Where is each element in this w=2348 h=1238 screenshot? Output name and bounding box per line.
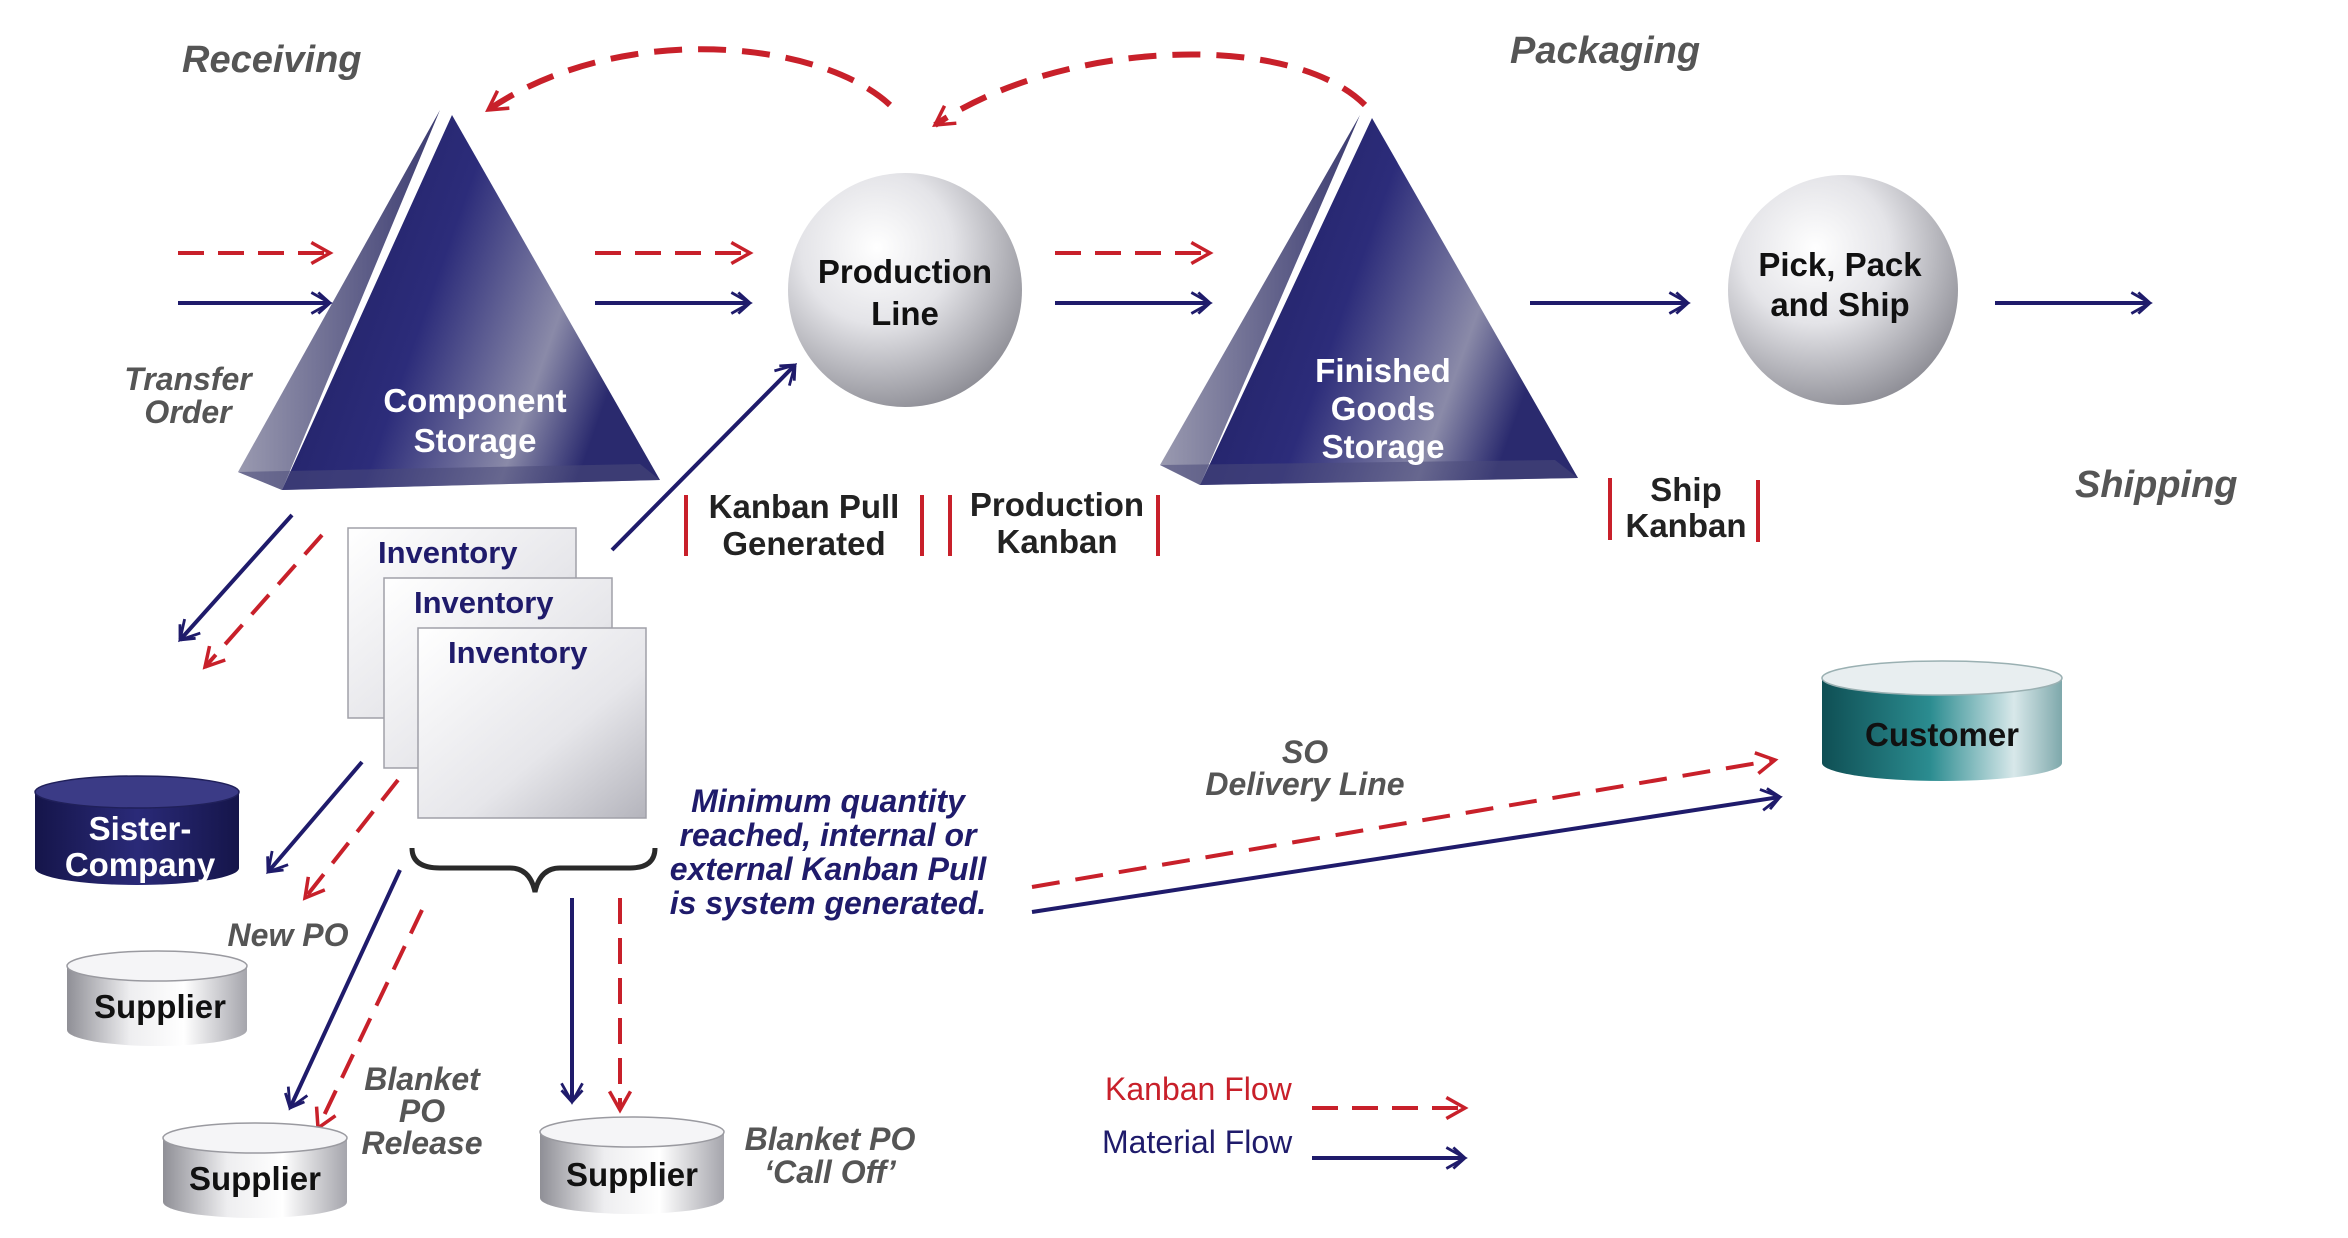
section-packaging: Packaging (1510, 30, 1700, 72)
new-po-label: New PO (228, 917, 349, 953)
supplier-3-label: Supplier (566, 1156, 698, 1193)
production-line-sphere: Production Line (788, 173, 1022, 407)
blanket-po-release-label-3: Release (362, 1125, 483, 1161)
material-arrow-to-sister-company (266, 760, 364, 875)
legend: Kanban Flow Material Flow (1102, 1071, 1469, 1170)
pick-pack-ship-sphere: Pick, Pack and Ship (1728, 175, 1958, 405)
kanban-return-arrow-finished-to-production (932, 51, 1368, 128)
kanban-pull-label-1: Kanban Pull (709, 488, 900, 525)
blanket-po-release-label-1: Blanket (364, 1061, 481, 1097)
inventory-card-3 (417, 627, 647, 819)
material-arrow-so-delivery (1031, 787, 1783, 914)
transfer-order-label-1: Transfer (124, 361, 253, 397)
production-line-label-2: Line (871, 295, 939, 332)
ship-kanban-label-1: Ship (1650, 471, 1722, 508)
inventory-brace (409, 847, 658, 893)
customer-label: Customer (1865, 716, 2019, 753)
inventory-stack: Inventory Inventory Inventory (347, 527, 647, 819)
ship-kanban-label-2: Kanban (1625, 507, 1746, 544)
note-line-2: reached, internal or (680, 817, 979, 853)
kanban-arrow-to-sister-company (302, 778, 400, 901)
component-storage-pyramid: Component Storage (238, 110, 660, 490)
supplier-cylinder-2: Supplier (162, 1122, 348, 1218)
kanban-arrow-transfer-order (202, 533, 324, 670)
component-storage-label-1: Component (383, 382, 566, 419)
inventory-card-1-label: Inventory (378, 535, 518, 570)
supplier-cylinder-3: Supplier (539, 1116, 725, 1214)
supplier-cylinder-1: Supplier (66, 950, 248, 1046)
supplier-2-label: Supplier (189, 1160, 321, 1197)
production-kanban-card: Production Kanban (948, 486, 1160, 560)
inventory-card-2-label: Inventory (414, 585, 554, 620)
finished-goods-label-1: Finished (1315, 352, 1451, 389)
legend-material-flow-label: Material Flow (1102, 1124, 1293, 1160)
note-line-4: is system generated. (670, 885, 987, 921)
sister-company-label-1: Sister- (89, 810, 192, 847)
component-storage-label-2: Storage (414, 422, 537, 459)
blanket-po-call-off-label-1: Blanket PO (745, 1121, 916, 1157)
note-line-3: external Kanban Pull (670, 851, 988, 887)
legend-kanban-flow-label: Kanban Flow (1105, 1071, 1293, 1107)
finished-goods-pyramid: Finished Goods Storage (1160, 115, 1578, 485)
section-shipping: Shipping (2075, 464, 2238, 506)
pick-pack-ship-label-1: Pick, Pack (1758, 246, 1922, 283)
note-line-1: Minimum quantity (691, 783, 967, 819)
sister-company-cylinder: Sister- Company (34, 775, 240, 885)
finished-goods-label-3: Storage (1322, 428, 1445, 465)
customer-cylinder: Customer (1821, 660, 2063, 781)
material-arrow-inventory-to-production (610, 362, 798, 552)
pick-pack-ship-label-2: and Ship (1770, 286, 1909, 323)
kanban-return-arrow-production-to-component (485, 46, 893, 113)
sister-company-label-2: Company (65, 846, 216, 883)
kanban-arrow-blanket-po-release (314, 909, 424, 1132)
kanban-pull-label-2: Generated (722, 525, 885, 562)
production-kanban-label-2: Kanban (996, 523, 1117, 560)
ship-kanban-card: Ship Kanban (1608, 471, 1760, 544)
transfer-order-label-2: Order (144, 394, 233, 430)
so-delivery-label-2: Delivery Line (1205, 766, 1404, 802)
supplier-1-label: Supplier (94, 988, 226, 1025)
blanket-po-call-off-label-2: ‘Call Off’ (764, 1154, 897, 1190)
kanban-pull-generated-card: Kanban Pull Generated (684, 488, 924, 562)
material-arrow-transfer-order (178, 513, 294, 643)
inventory-card-3-label: Inventory (448, 635, 588, 670)
so-delivery-label-1: SO (1282, 734, 1328, 770)
production-line-label-1: Production (818, 253, 992, 290)
section-receiving: Receiving (182, 39, 362, 81)
material-arrow-blanket-po-release (284, 869, 402, 1111)
finished-goods-label-2: Goods (1331, 390, 1436, 427)
production-kanban-label-1: Production (970, 486, 1144, 523)
kanban-arrow-so-delivery (1031, 751, 1779, 889)
blanket-po-release-label-2: PO (399, 1093, 445, 1129)
